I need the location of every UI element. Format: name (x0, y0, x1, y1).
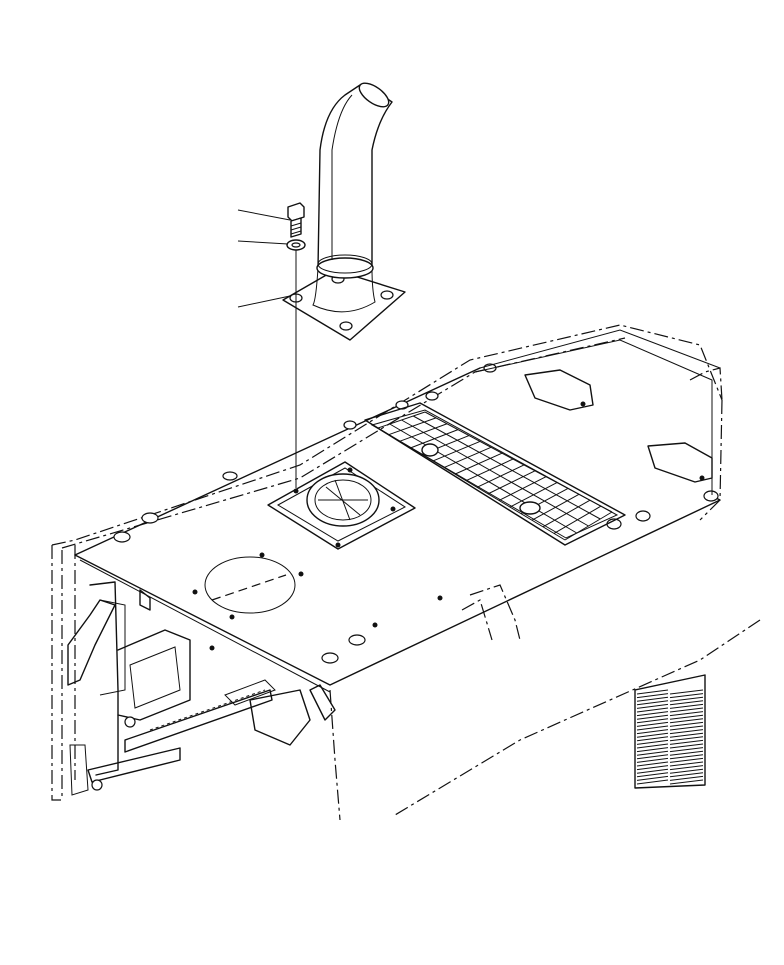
vent-slat (636, 761, 669, 767)
vent-slat (669, 714, 704, 720)
vent-slat (636, 725, 669, 731)
vent-slat (669, 765, 704, 771)
side-vent-louver (634, 674, 706, 789)
vent-slat (636, 693, 669, 699)
vent-slat (669, 739, 704, 745)
vent-slat (669, 718, 704, 724)
washer (286, 239, 306, 251)
vent-slat (636, 743, 669, 749)
vent-slat (636, 772, 669, 778)
vent-slat (636, 721, 669, 727)
vent-slat (669, 689, 704, 695)
vent-slat (669, 779, 704, 785)
vent-slat (669, 711, 704, 717)
vent-slat (669, 757, 704, 763)
vent-slat (636, 700, 669, 706)
vent-slat (669, 700, 704, 706)
vent-slat (669, 736, 704, 742)
vent-slat (669, 703, 704, 709)
bolt (287, 202, 305, 238)
radiator-grille (364, 402, 626, 546)
top-cover-plate (74, 363, 721, 693)
vent-slat (636, 707, 669, 713)
vent-slat (669, 707, 704, 713)
vent-slat (669, 761, 704, 767)
grille-rail (377, 427, 566, 541)
vent-slat (636, 739, 669, 745)
vent-slat (636, 775, 669, 781)
callout-exhaust-pipe-leader (237, 295, 291, 308)
vent-slat (636, 747, 669, 753)
callout-leaders (237, 209, 291, 308)
vent-slat (669, 729, 704, 735)
vent-slat (636, 729, 669, 735)
vent-slat (669, 750, 704, 756)
vent-slat (669, 696, 704, 702)
vent-slat (636, 714, 669, 720)
vent-slat (669, 732, 704, 738)
vent-slat (636, 689, 669, 695)
vent-slat (636, 703, 669, 709)
vent-slat (669, 721, 704, 727)
vent-slat (636, 750, 669, 756)
vent-slat (636, 757, 669, 763)
exhaust-pipe (282, 82, 406, 341)
hood-hinge-structure (67, 581, 336, 796)
vent-slat (636, 736, 669, 742)
vent-slat (669, 775, 704, 781)
vent-slat (636, 711, 669, 717)
callout-bolt-leader (237, 209, 291, 221)
callout-washer-leader (237, 240, 289, 245)
grille-rail (389, 423, 578, 534)
vent-slat (669, 747, 704, 753)
vent-slat (669, 693, 704, 699)
vent-slat (636, 768, 669, 774)
vent-slat (636, 754, 669, 760)
vent-slat (636, 765, 669, 771)
grille-rail (401, 419, 589, 527)
vent-slat (669, 725, 704, 731)
grille-rail (424, 411, 613, 513)
grille-rail (413, 415, 601, 520)
vent-slat (636, 718, 669, 724)
vent-slat (669, 768, 704, 774)
vent-slat (669, 743, 704, 749)
rear-panel (474, 329, 721, 495)
vent-slat (636, 732, 669, 738)
vent-slat (669, 754, 704, 760)
vent-slat (636, 779, 669, 785)
exhaust-opening-base (267, 461, 416, 550)
vent-slat (636, 696, 669, 702)
vent-slat (669, 772, 704, 778)
